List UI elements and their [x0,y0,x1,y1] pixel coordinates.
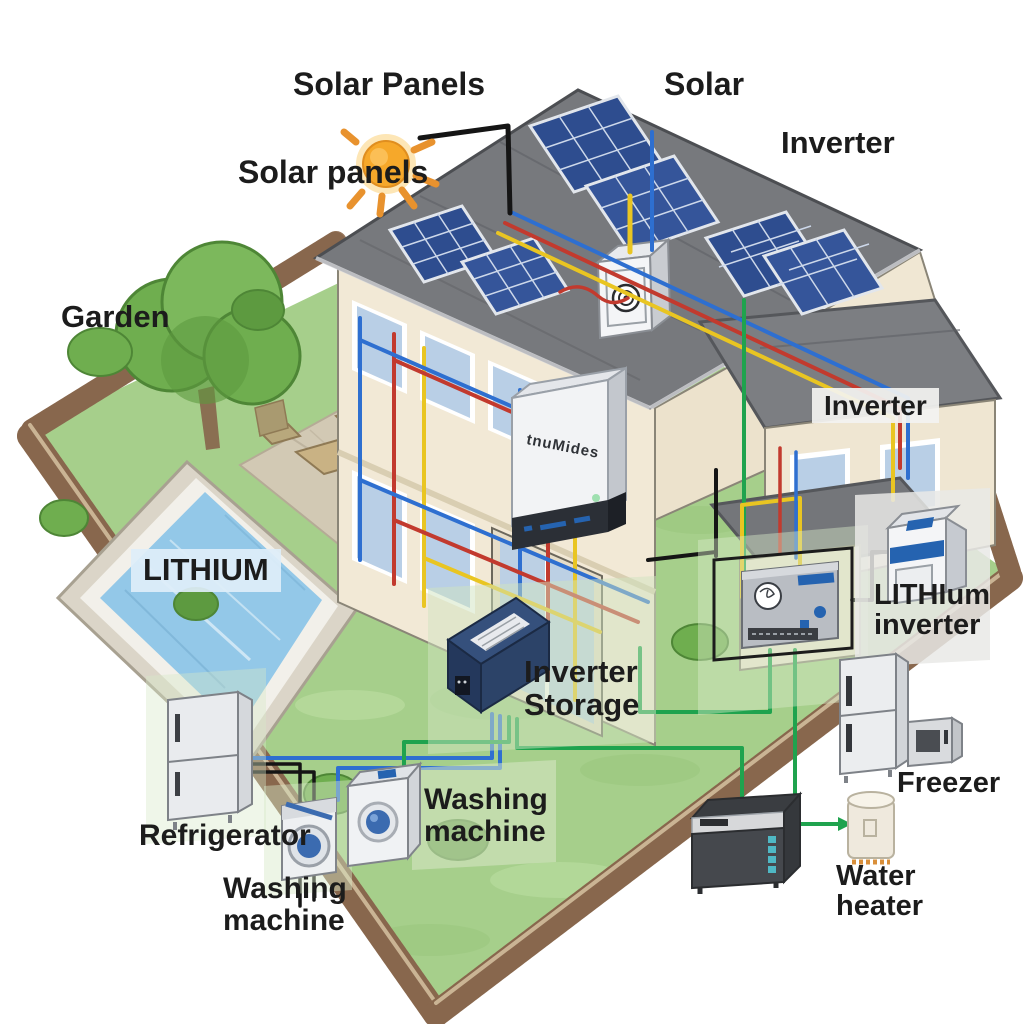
power-station-device [689,791,803,894]
wall-inverter-device [511,366,627,550]
label-inverter-boxed: Inverter [812,388,939,424]
lithium-inverter-device [885,504,967,605]
refrigerator-device [167,690,253,830]
label-lithium-inverter: LITHIum inverter [874,579,990,642]
label-pool-lithium: LITHIUM [131,549,281,592]
label-washing-machine-left: Washing machine [223,872,347,937]
label-freezer: Freezer [897,767,1001,799]
label-garden: Garden [61,299,170,334]
washing-machine-big-device [345,761,423,868]
label-water-heater: Water heater [836,860,924,923]
water-heater-device [847,791,895,865]
inverter-storage-device [446,596,551,714]
label-refrigerator: Refrigerator [139,819,311,852]
freezer-device [839,652,909,783]
sun-icon [340,128,440,218]
label-solar-top: Solar [664,66,745,102]
label-washing-machine-right: Washing machine [424,783,548,848]
washing-machine-small-device [281,796,337,882]
solar-panel [761,228,885,316]
label-inverter-storage: Inverter Storage [524,654,640,722]
label-inverter-top: Inverter [781,125,895,160]
solar-panel-array [387,94,885,316]
control-box-device [712,546,854,662]
roof-meter-box [594,237,672,340]
label-solar-panels-sun: Solar panels [238,154,429,190]
label-solar-panels-top: Solar Panels [293,66,486,102]
mini-freezer-device [907,716,963,768]
